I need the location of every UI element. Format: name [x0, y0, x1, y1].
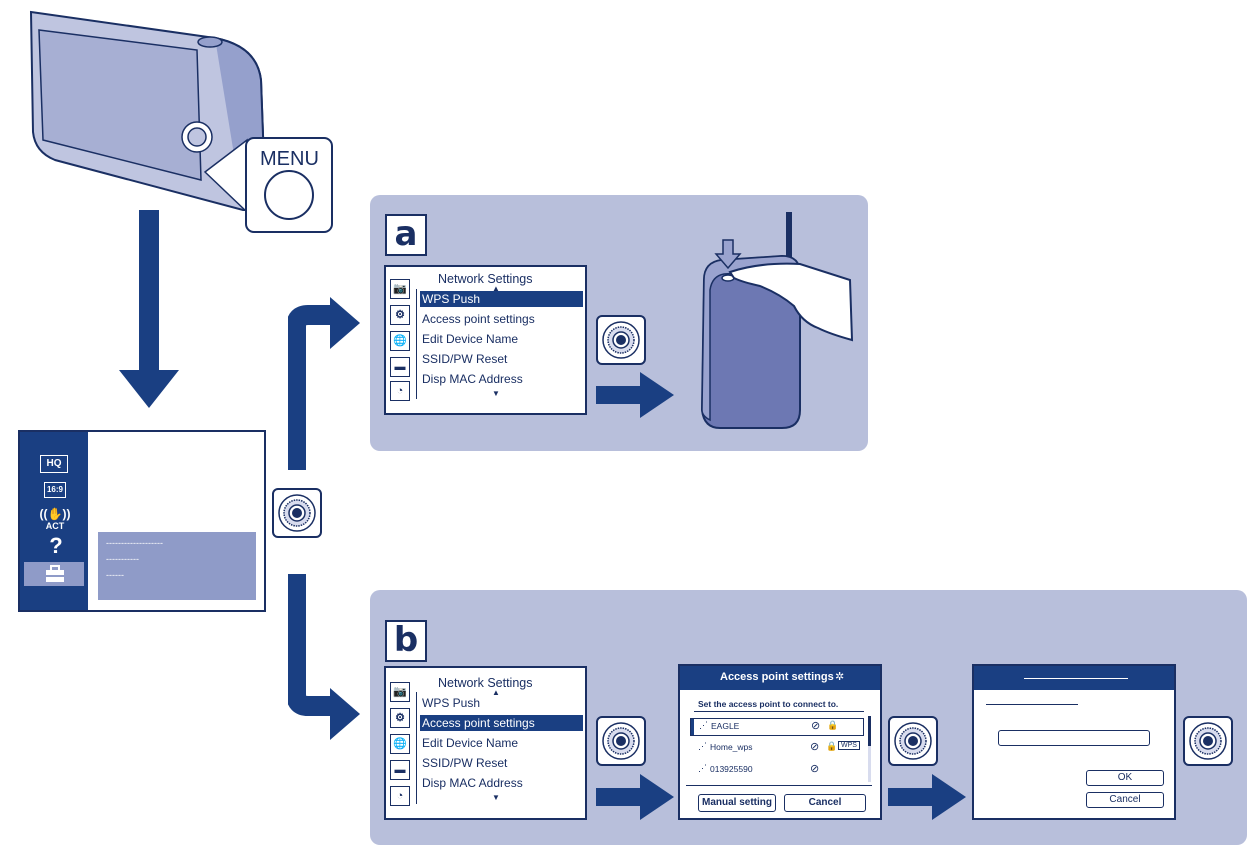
signal-check-icon: ⊘ [810, 741, 820, 753]
label-placeholder-line [986, 704, 1078, 705]
dialog-header [974, 666, 1174, 690]
card-icon[interactable]: ▬ [390, 357, 410, 377]
option-a-label: a [385, 214, 427, 256]
dialog-subtitle: Set the access point to connect to. [698, 699, 839, 709]
scroll-down-icon: ▼ [492, 389, 500, 398]
password-dialog: OK Cancel [972, 664, 1176, 820]
wps-badge: WPS [838, 741, 860, 750]
menu-item-wps-push[interactable]: WPS Push [422, 696, 481, 710]
card-icon[interactable]: ▬ [390, 760, 410, 780]
menu-item-wps-push[interactable]: WPS Push [420, 291, 583, 307]
branch-arrow-up-icon [288, 297, 360, 470]
stabilizer-act-icon[interactable]: ((✋))ACT [39, 507, 71, 531]
router-wps-button-illustration [700, 212, 854, 429]
camera-settings-icon[interactable]: 📷 [390, 279, 410, 299]
dialog-header [680, 666, 880, 690]
toolbox-icon-row[interactable] [24, 562, 84, 586]
password-input[interactable] [998, 730, 1150, 746]
access-point-dialog: Access point settings ✲ Set the access p… [678, 664, 882, 820]
right-arrow-icon [596, 774, 674, 820]
clock-icon[interactable]: ◔ [390, 786, 410, 806]
camera-illustration [29, 10, 333, 233]
wifi-icon: ⋰ [698, 763, 707, 773]
clock-icon[interactable]: ◔ [390, 381, 410, 401]
setup-menu-screen: HQ 16:9 ((✋))ACT ? ------------------- -… [18, 430, 266, 612]
network-row-eagle[interactable]: ⋰ EAGLE ⊘ 🔒 [690, 718, 864, 736]
branch-arrow-down-icon [288, 574, 360, 740]
tools-icon[interactable]: ⚙ [390, 708, 410, 728]
menu-divider [416, 692, 417, 804]
description-line-3: ------ [106, 570, 124, 580]
hq-icon[interactable]: HQ [40, 455, 68, 473]
network-name: 013925590 [710, 764, 753, 774]
description-line-1: ------------------- [106, 538, 163, 548]
subtitle-underline [694, 711, 864, 712]
menu-item-access-point-settings[interactable]: Access point settings [420, 715, 583, 731]
right-arrow-icon [596, 372, 674, 418]
manual-setting-button[interactable]: Manual setting [698, 794, 776, 812]
dial-icon [894, 722, 932, 760]
title-placeholder-line [1024, 678, 1128, 679]
menu-item-edit-device-name[interactable]: Edit Device Name [422, 736, 519, 750]
scroll-up-icon: ▲ [492, 284, 500, 293]
dial-icon [1189, 722, 1227, 760]
dial-icon [602, 321, 640, 359]
network-name: EAGLE [711, 721, 740, 731]
cancel-button[interactable]: Cancel [1086, 792, 1164, 808]
tools-icon[interactable]: ⚙ [390, 305, 410, 325]
network-name: Home_wps [710, 742, 753, 752]
dialog-title: Access point settings [720, 671, 834, 683]
cancel-button[interactable]: Cancel [784, 794, 866, 812]
menu-button-label: MENU [260, 148, 319, 170]
network-row-013925590[interactable]: ⋰ 013925590 ⊘ [690, 762, 862, 778]
ok-button[interactable]: OK [1086, 770, 1164, 786]
menu-item-disp-mac-address[interactable]: Disp MAC Address [422, 776, 523, 790]
network-globe-icon[interactable]: 🌐 [390, 734, 410, 754]
dialog-footer-divider [686, 785, 872, 786]
menu-item-ssid-pw-reset[interactable]: SSID/PW Reset [422, 352, 508, 366]
help-icon[interactable]: ? [49, 533, 63, 558]
menu-item-edit-device-name[interactable]: Edit Device Name [422, 332, 519, 346]
menu-item-disp-mac-address[interactable]: Disp MAC Address [422, 372, 523, 386]
dial-icon [602, 722, 640, 760]
scroll-up-icon: ▲ [492, 688, 500, 697]
center-dial-button[interactable] [272, 488, 322, 538]
wifi-icon: ⋰ [698, 741, 707, 751]
menu-item-access-point-settings[interactable]: Access point settings [422, 312, 535, 326]
description-line-2: ----------- [106, 554, 139, 564]
setup-description-box: ------------------- ----------- ------ [98, 532, 256, 600]
menu-title: Network Settings [438, 272, 533, 286]
down-arrow-icon [119, 210, 179, 408]
scrollbar-thumb[interactable] [868, 716, 871, 746]
toolbox-icon [46, 565, 64, 582]
network-globe-icon[interactable]: 🌐 [390, 331, 410, 351]
network-row-home-wps[interactable]: ⋰ Home_wps ⊘ 🔒 WPS [690, 740, 862, 756]
network-settings-menu-a: 📷 ⚙ 🌐 ▬ ◔ Network Settings ▲ WPS Push Ac… [384, 265, 587, 415]
signal-check-icon: ⊘ [810, 763, 820, 775]
dial-button-b3[interactable] [1183, 716, 1233, 766]
menu-divider [416, 289, 417, 399]
camera-settings-icon[interactable]: 📷 [390, 682, 410, 702]
lock-icon: 🔒 [827, 720, 839, 730]
act-label: ACT [45, 521, 65, 531]
loading-spinner-icon: ✲ [835, 671, 845, 683]
wifi-icon: ⋰ [699, 720, 708, 730]
dial-button-b1[interactable] [596, 716, 646, 766]
dial-icon [278, 494, 316, 532]
menu-item-ssid-pw-reset[interactable]: SSID/PW Reset [422, 756, 508, 770]
network-settings-menu-b: 📷 ⚙ 🌐 ▬ ◔ Network Settings ▲ WPS Push Ac… [384, 666, 587, 820]
aspect-ratio-icon[interactable]: 16:9 [44, 482, 66, 498]
selection-marker [691, 719, 694, 735]
dial-button-a[interactable] [596, 315, 646, 365]
lock-icon: 🔒 [826, 741, 838, 751]
menu-title: Network Settings [438, 676, 533, 690]
scroll-down-icon: ▼ [492, 793, 500, 802]
signal-check-icon: ⊘ [811, 720, 821, 732]
network-list-scrollbar[interactable] [868, 716, 871, 782]
dial-button-b2[interactable] [888, 716, 938, 766]
option-b-label: b [385, 620, 427, 662]
right-arrow-icon [888, 774, 966, 820]
